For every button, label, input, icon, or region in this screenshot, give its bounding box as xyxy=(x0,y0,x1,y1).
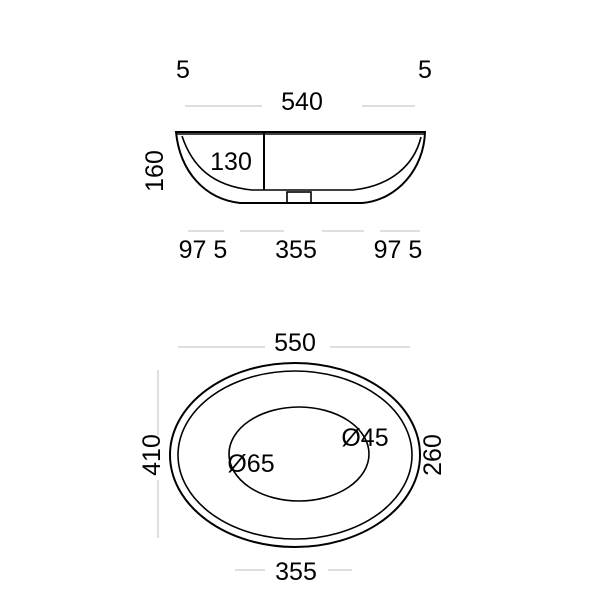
outer-width-label: 410 xyxy=(138,434,166,476)
overall-width-label: 540 xyxy=(281,88,323,116)
basin-rim-inner-edge xyxy=(177,370,413,540)
inner-depth-label: 130 xyxy=(210,148,252,176)
basin-bowl xyxy=(228,406,370,502)
height-label: 160 xyxy=(141,150,169,192)
inner-length-label: 355 xyxy=(275,558,317,586)
bottom-left-label: 97 5 xyxy=(179,236,228,264)
drain-outlet xyxy=(286,191,312,204)
basin-outer-rim xyxy=(169,362,421,548)
basin-side-outline xyxy=(174,131,427,204)
overflow-label-mask xyxy=(325,425,347,461)
inner-width-label: 260 xyxy=(419,434,447,476)
side-view: 5 5 540 130 160 97 5 355 97 5 xyxy=(141,56,432,264)
margin-left-label: 5 xyxy=(176,56,190,84)
margin-right-label: 5 xyxy=(418,56,432,84)
basin-inner-wall xyxy=(181,135,422,191)
drain-label-mask xyxy=(254,440,276,476)
overflow-diameter-label: Ø45 xyxy=(341,424,388,452)
outer-length-label: 550 xyxy=(274,329,316,357)
bottom-center-label: 355 xyxy=(275,236,317,264)
drain-diameter-label: Ø65 xyxy=(227,450,274,478)
top-view: 550 410 260 355 Ø65 Ø45 xyxy=(138,329,447,586)
bottom-right-label: 97 5 xyxy=(374,236,423,264)
